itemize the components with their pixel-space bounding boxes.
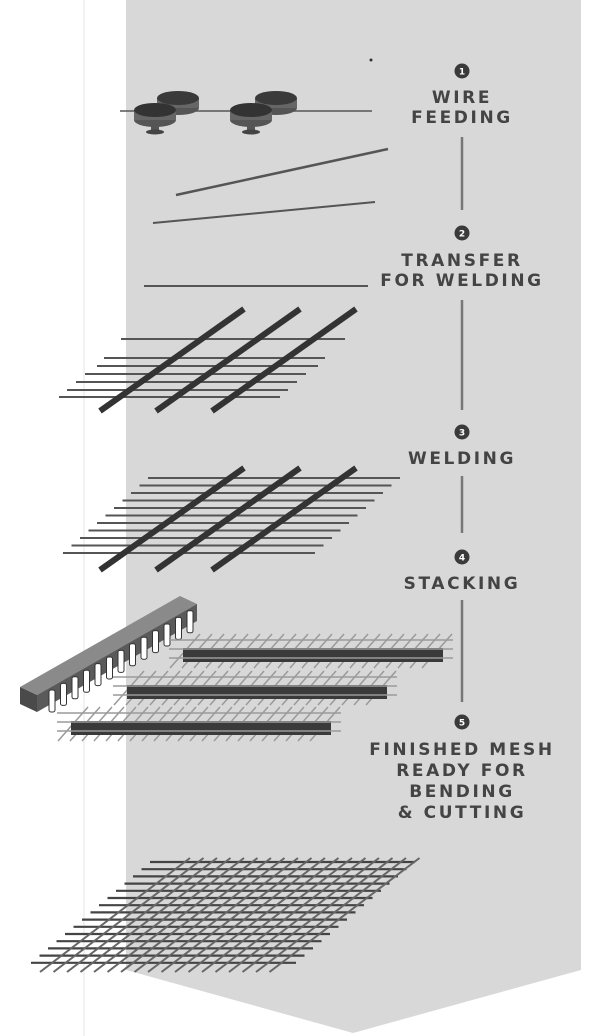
stacking-machine-illustration — [20, 596, 197, 713]
mesh-sheet — [71, 721, 331, 735]
cross-bar — [98, 465, 246, 573]
step-number: 4 — [459, 554, 465, 564]
cross-wire — [174, 857, 326, 973]
cross-wire — [160, 857, 313, 973]
cross-wire — [66, 857, 218, 973]
cross-bar — [210, 306, 358, 414]
mesh-sheet — [183, 648, 443, 662]
cross-bar — [154, 306, 302, 414]
spool-icon — [230, 103, 272, 135]
spool-icon — [134, 103, 176, 135]
cross-wire — [147, 857, 299, 973]
stacker-arm — [152, 630, 159, 654]
step-3-label: WELDING — [408, 449, 516, 469]
step-badge-1: 1 — [454, 63, 470, 79]
cross-wire — [93, 857, 245, 973]
step-2-label-line-1: TRANSFER — [401, 251, 522, 271]
step-5-label-line-2: READY FOR — [396, 761, 528, 781]
step-1-label-line-2: FEEDING — [411, 108, 513, 128]
stacker-arm — [106, 656, 113, 680]
stacker-arm — [60, 682, 67, 706]
stacker-arm — [117, 649, 125, 673]
step-number: 1 — [459, 68, 465, 78]
wire-spools-illustration — [120, 58, 373, 135]
cross-wire — [241, 857, 394, 973]
finished-mesh-illustration — [31, 857, 421, 973]
stacker-arms — [48, 610, 194, 713]
cross-wire — [214, 857, 367, 973]
step-5-label-line-4: & CUTTING — [398, 803, 527, 823]
stacker-arm — [71, 676, 79, 700]
cross-wire — [133, 857, 286, 973]
step-badge-3: 3 — [454, 424, 470, 440]
stacker-arm — [129, 643, 136, 667]
cross-wire — [79, 857, 232, 973]
step-1-label-line-1: WIRE — [432, 88, 492, 108]
cross-wire — [255, 857, 407, 973]
step-number: 5 — [459, 719, 465, 729]
step-number: 3 — [459, 429, 465, 439]
step-4-label: STACKING — [404, 574, 521, 594]
stacker-arm — [186, 610, 194, 634]
welded-grid-illustration — [63, 465, 400, 573]
mesh-sheet — [127, 685, 387, 699]
cross-wire — [201, 857, 353, 973]
step-2-label-line-2: FOR WELDING — [380, 271, 544, 291]
pre-welding-grid-illustration — [59, 306, 358, 414]
cross-bar — [98, 306, 246, 414]
stacker-arm — [163, 623, 171, 647]
transfer-wires-illustration — [144, 147, 389, 287]
cross-bar — [210, 465, 358, 573]
step-badge-2: 2 — [454, 225, 470, 241]
stacker-arm — [83, 669, 90, 693]
stacker-arm — [140, 636, 148, 660]
stacker-arm — [94, 663, 102, 687]
step-badge-4: 4 — [454, 549, 470, 565]
cross-wire — [268, 857, 421, 973]
cross-wire — [228, 857, 380, 973]
cross-wire — [106, 857, 259, 973]
step-5-label-line-3: BENDING — [409, 782, 515, 802]
step-5-label-line-1: FINISHED MESH — [369, 740, 554, 760]
cross-wire — [120, 857, 272, 973]
step-number: 2 — [459, 230, 465, 240]
stacked-mesh-sheets-illustration — [57, 633, 453, 742]
step-badge-5: 5 — [454, 714, 470, 730]
cross-wire — [187, 857, 340, 973]
cross-bar — [154, 465, 302, 573]
stacker-arm — [175, 616, 182, 640]
stacker-arm — [48, 689, 56, 713]
cross-wire — [52, 857, 205, 973]
cross-wire — [39, 857, 191, 973]
